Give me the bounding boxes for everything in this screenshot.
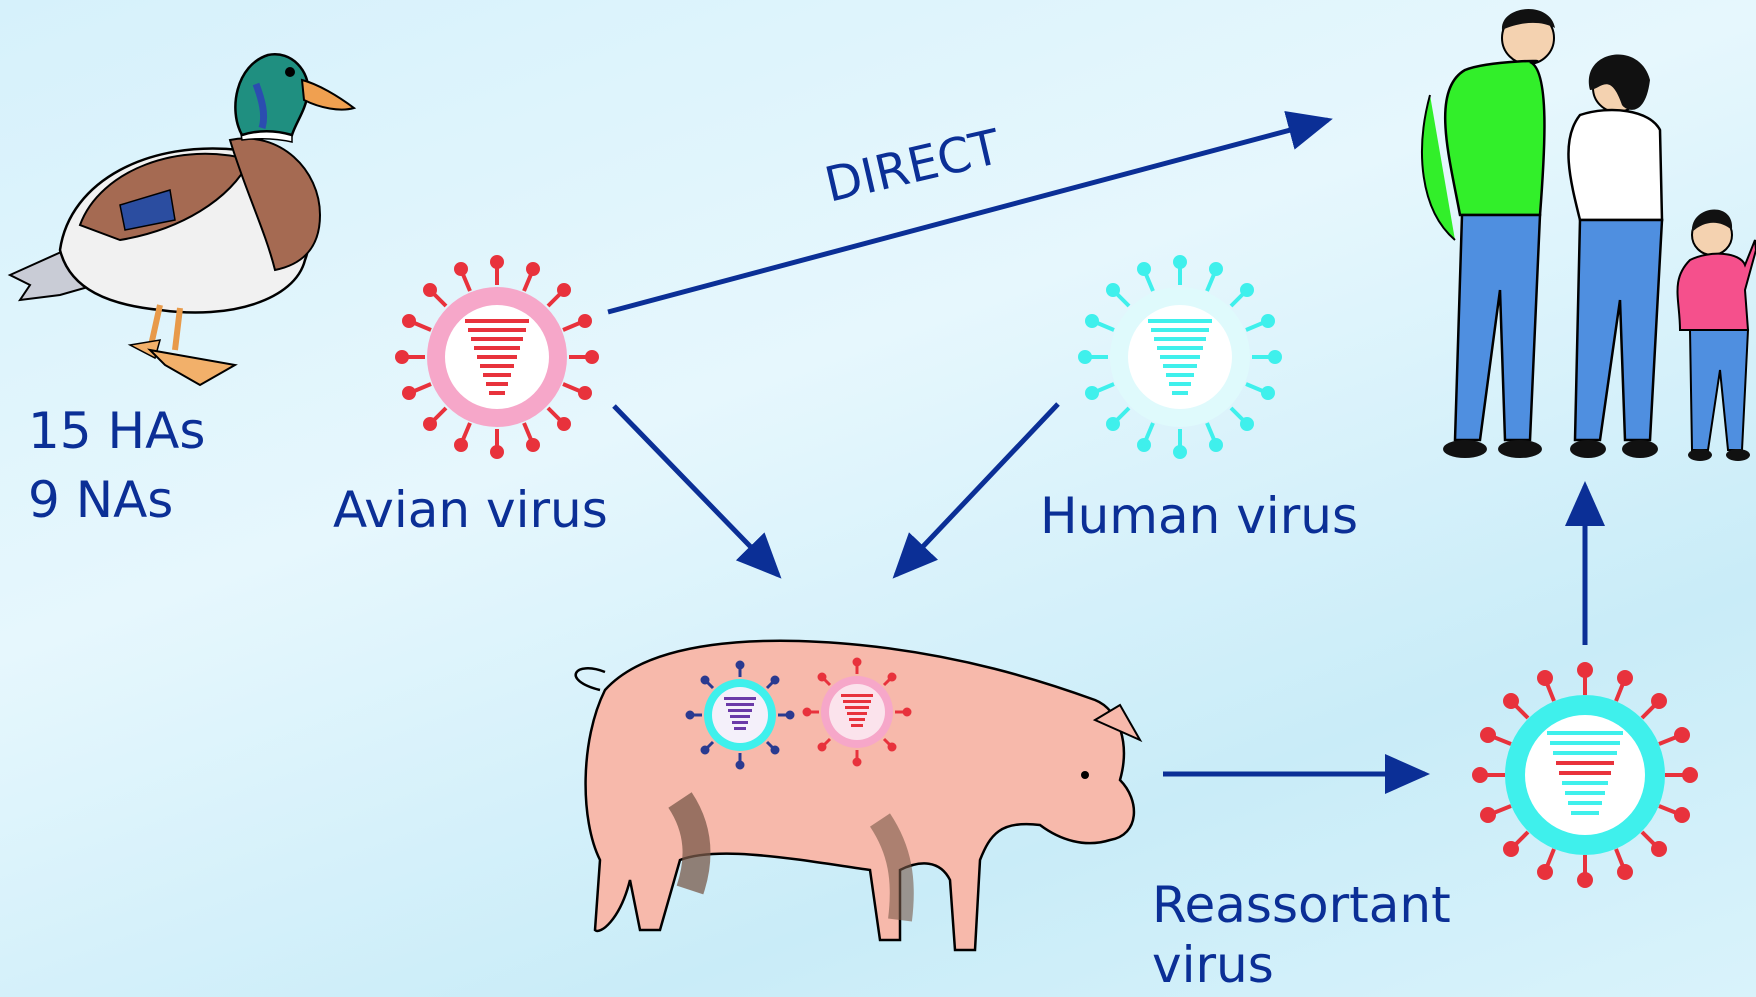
child-figure — [1678, 210, 1756, 461]
man-figure — [1422, 9, 1555, 458]
reassortant-virus-icon — [1474, 664, 1696, 886]
na-count-label: 9 NAs — [28, 472, 173, 530]
human-virus-icon — [1080, 257, 1280, 457]
avian-virus-label: Avian virus — [333, 482, 608, 540]
duck-icon — [10, 54, 354, 385]
avian-virus-icon — [397, 257, 597, 457]
woman-figure — [1568, 55, 1662, 458]
family-icon — [1422, 9, 1756, 461]
reassortant-label-line2: virus — [1152, 935, 1451, 995]
reassortant-virus-label: Reassortant virus — [1152, 875, 1451, 995]
ha-count-label: 15 HAs — [28, 403, 205, 461]
human-virus-label: Human virus — [1040, 488, 1358, 546]
arrow-human-to-pig — [896, 404, 1058, 575]
arrow-avian-to-pig — [614, 406, 778, 575]
reassortant-label-line1: Reassortant — [1152, 875, 1451, 935]
